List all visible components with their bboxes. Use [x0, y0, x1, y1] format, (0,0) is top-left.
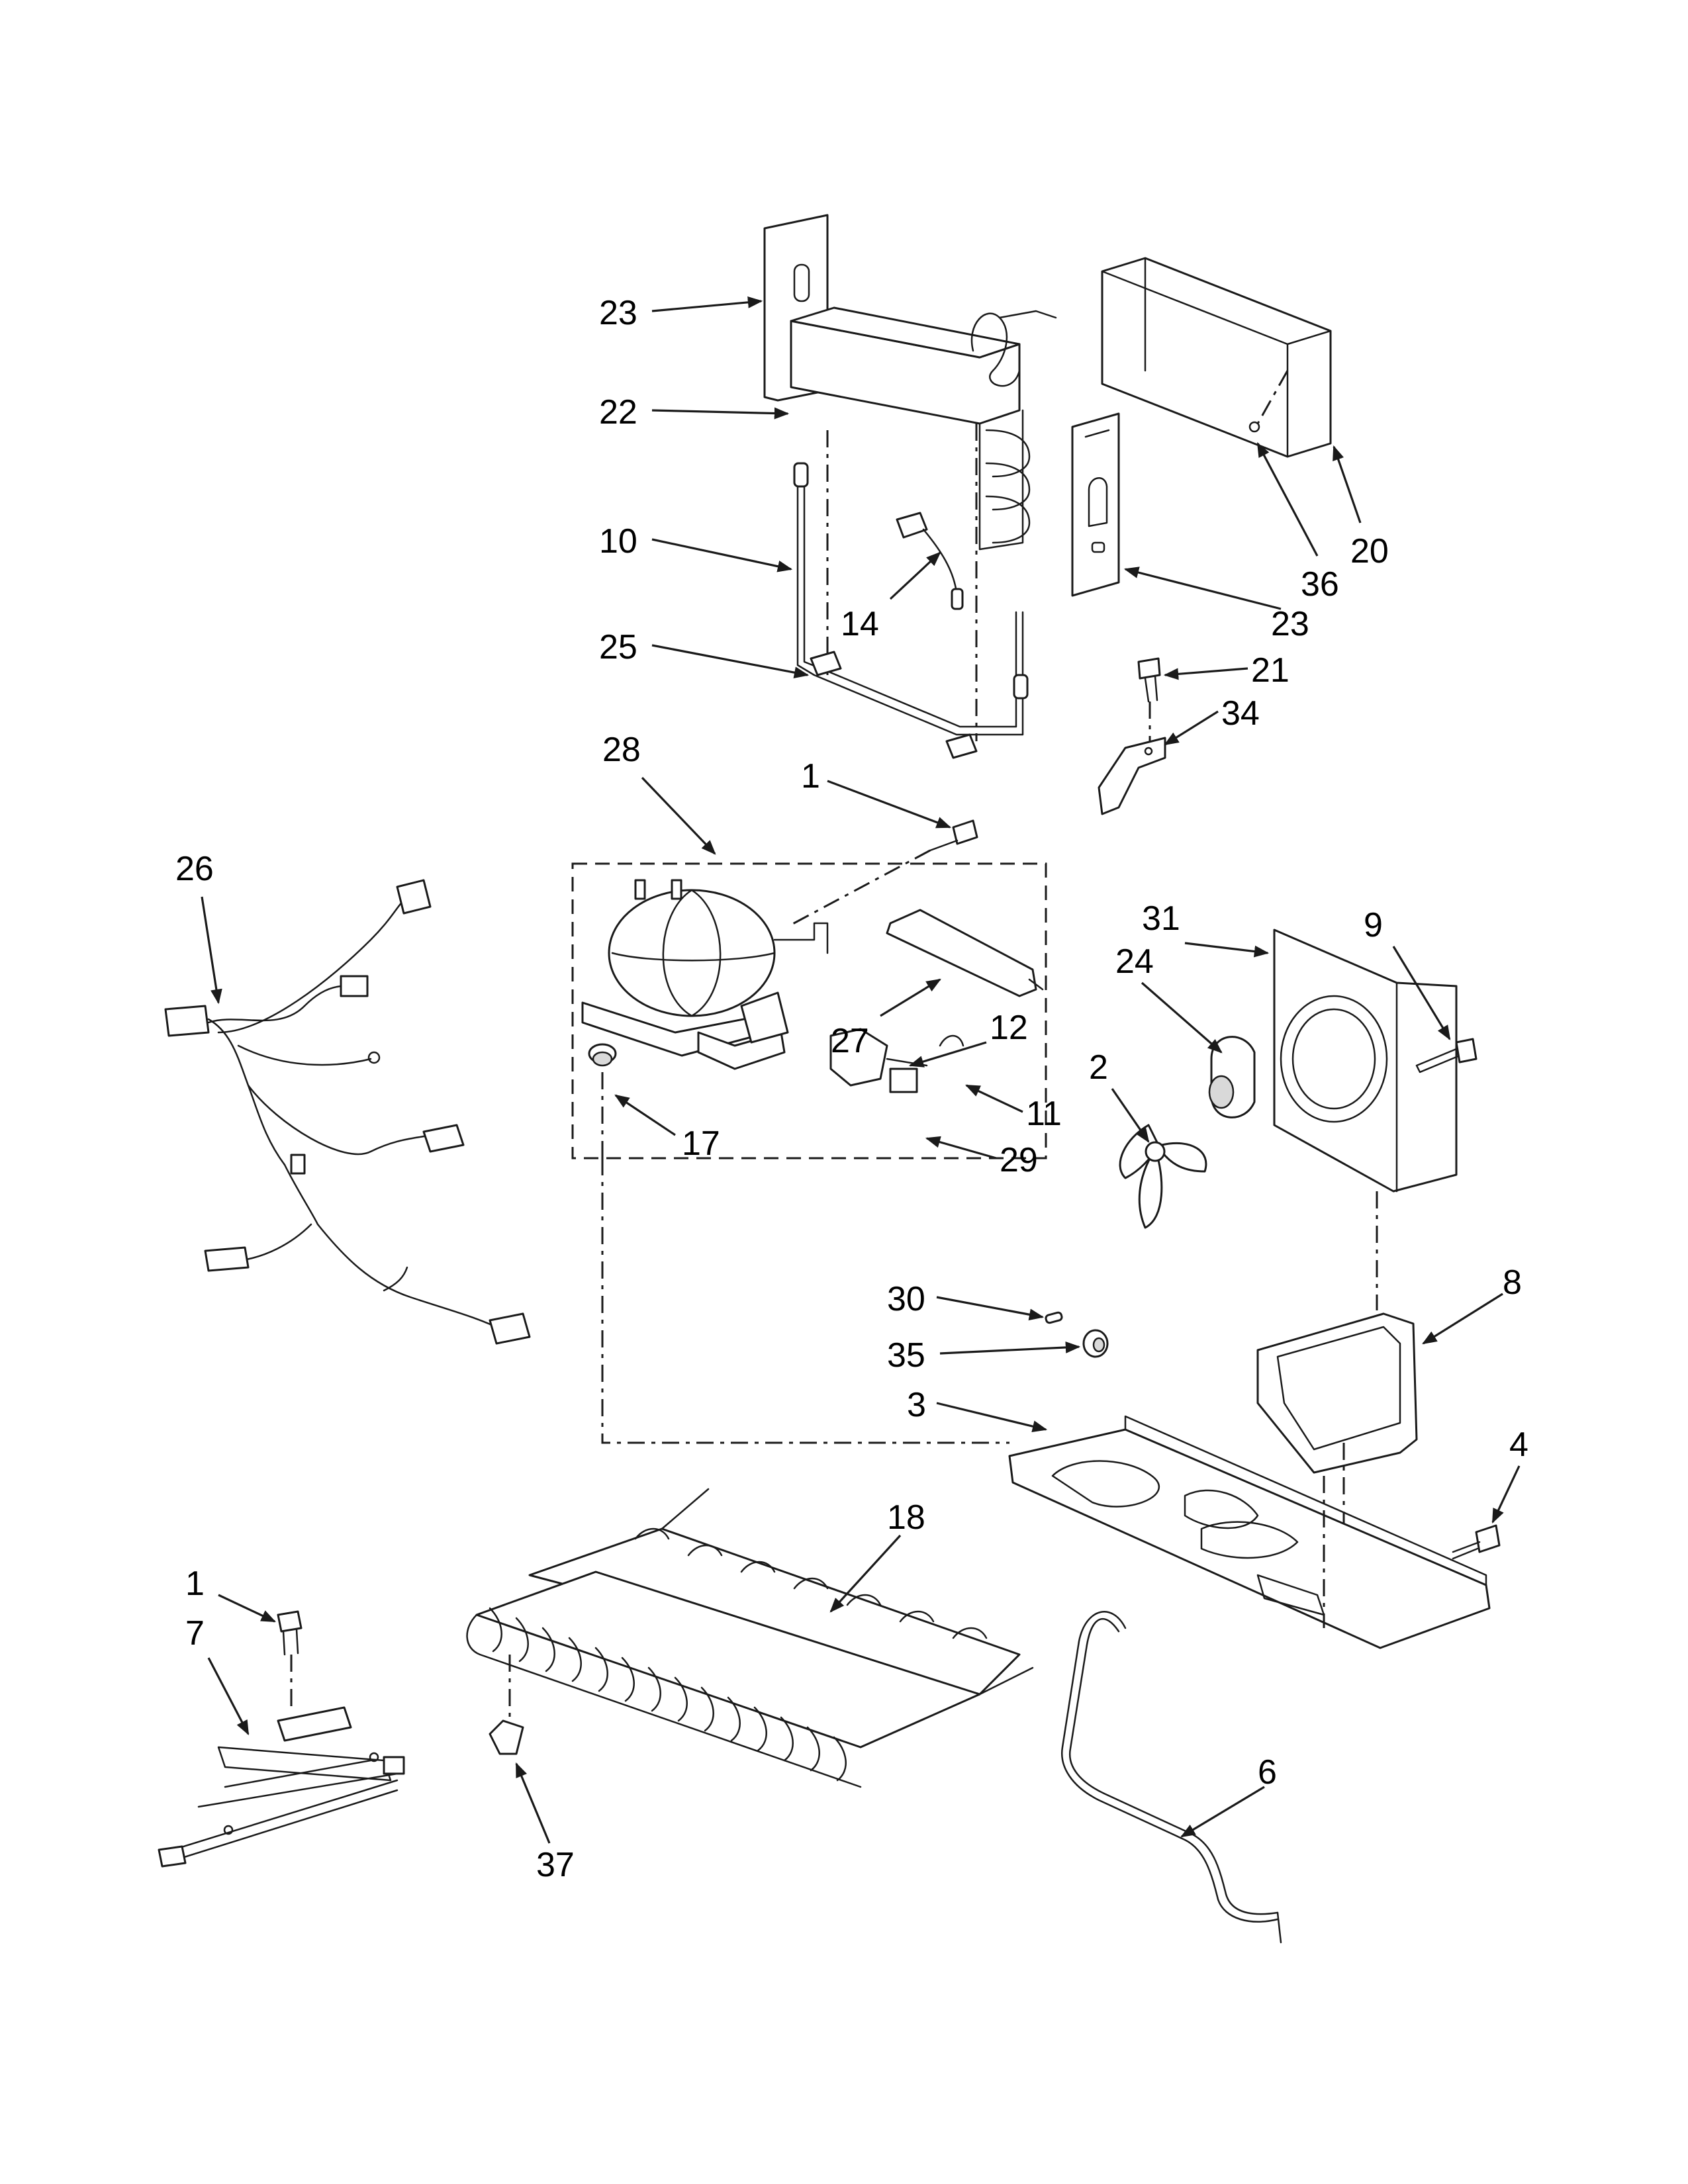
- callout-23-right: 23: [1271, 605, 1309, 643]
- callout-9: 9: [1364, 906, 1383, 944]
- callout-6: 6: [1258, 1753, 1277, 1792]
- assembly-guide-line: [601, 1158, 1009, 1444]
- callout-7: 7: [185, 1614, 205, 1653]
- evaporator-cover: [1101, 257, 1332, 458]
- callout-4: 4: [1509, 1426, 1528, 1464]
- callout-1-top: 1: [801, 757, 820, 796]
- callout-12: 12: [990, 1009, 1028, 1047]
- callout-22: 22: [599, 393, 637, 432]
- callout-30: 30: [887, 1280, 925, 1318]
- compressor: [581, 879, 829, 1070]
- callout-17: 17: [682, 1124, 720, 1163]
- callout-36: 36: [1301, 565, 1339, 604]
- bolt-1-bottom: [277, 1610, 303, 1711]
- callout-31: 31: [1142, 899, 1180, 938]
- callout-3: 3: [907, 1386, 926, 1424]
- evaporator-assembly: [763, 214, 1057, 741]
- fan-shroud: [1273, 929, 1458, 1310]
- clip-37: [489, 1655, 524, 1755]
- bolt-1-top: [787, 819, 978, 928]
- condenser: [466, 1488, 1034, 1788]
- wire-harness-7: [158, 1706, 405, 1868]
- callout-26: 26: [175, 850, 214, 888]
- base-pan: [1008, 1415, 1491, 1649]
- defrost-thermostat: [896, 512, 964, 610]
- screw-4: [1452, 1524, 1501, 1560]
- callout-35: 35: [887, 1336, 925, 1375]
- callout-23-left: 23: [599, 294, 637, 332]
- callout-21: 21: [1251, 651, 1289, 690]
- callout-10: 10: [599, 522, 637, 561]
- callout-11: 11: [1026, 1095, 1062, 1133]
- drier: [886, 909, 1044, 997]
- callout-labels: 23 22 10 14 25 20 36 23 21 34 28 1 26 27…: [175, 294, 1528, 1884]
- spacer-30: [1045, 1311, 1063, 1324]
- callout-18: 18: [887, 1498, 925, 1537]
- callout-27: 27: [831, 1022, 869, 1060]
- tube-6: [1061, 1611, 1282, 1944]
- callout-28: 28: [602, 731, 641, 769]
- compressor-group-box: [571, 862, 1047, 1160]
- callout-20: 20: [1350, 532, 1389, 570]
- grommet: [588, 1043, 617, 1158]
- wiring-harness: [164, 879, 531, 1345]
- callout-34: 34: [1221, 694, 1260, 733]
- callout-8: 8: [1503, 1263, 1522, 1302]
- defrost-heater: [793, 462, 1029, 759]
- grommet-35: [1082, 1329, 1109, 1358]
- relay-overload: [829, 1028, 964, 1093]
- callout-37: 37: [536, 1846, 575, 1884]
- screw-and-bracket: [1098, 657, 1166, 815]
- right-bracket: [1071, 412, 1120, 597]
- leader-lines: [201, 296, 1521, 1844]
- callout-24: 24: [1115, 942, 1154, 981]
- screw-9: [1415, 1038, 1477, 1073]
- fan-blade: [1119, 1124, 1207, 1229]
- callout-14: 14: [841, 605, 879, 643]
- callout-1-bottom: 1: [185, 1565, 205, 1603]
- callout-25: 25: [599, 628, 637, 666]
- callout-29: 29: [1000, 1141, 1038, 1179]
- callout-2: 2: [1089, 1048, 1108, 1087]
